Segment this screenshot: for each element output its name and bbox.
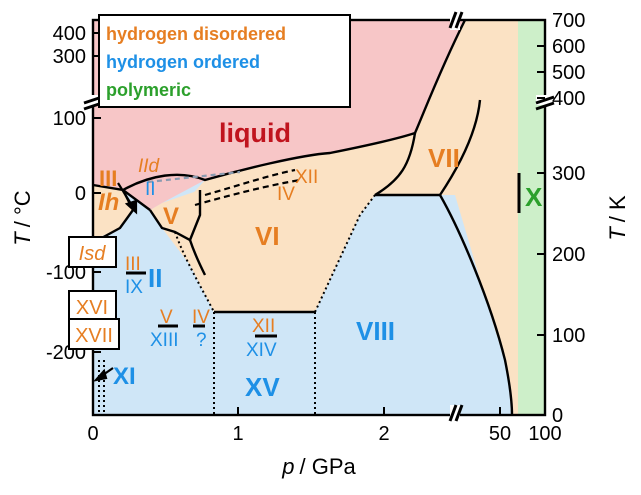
arrow-XI-head: [92, 368, 108, 382]
dashed-lines: [147, 168, 301, 207]
break-top-bg: [450, 12, 460, 30]
label-II: II: [148, 263, 162, 293]
ytick-right-label-100: 100: [552, 325, 585, 347]
ytick-right-label-500: 500: [552, 62, 585, 84]
label-X: X: [525, 182, 543, 212]
region-polymeric: [518, 20, 545, 415]
label-XVI: XVI: [76, 297, 108, 319]
legend-ordered: hydrogen ordered: [106, 52, 260, 72]
boundary-liquid-top: [122, 19, 467, 192]
label-boxes: [68, 236, 120, 350]
ytick-left-label-0: 0: [75, 183, 86, 205]
box-XVI: [68, 290, 117, 322]
break-right-2: [535, 101, 555, 111]
x-axis-var: p: [281, 454, 294, 479]
legend: hydrogen disordered hydrogen ordered pol…: [98, 14, 351, 108]
label-IX: IX: [125, 277, 143, 298]
xtick-label-1: 1: [232, 423, 243, 445]
arrows: [92, 182, 138, 382]
label-XII-top: XII: [295, 167, 318, 188]
label-XIV: XIV: [246, 340, 277, 361]
label-V: V: [163, 203, 179, 230]
ytick-right-label-600: 600: [552, 36, 585, 58]
xtick-label-50: 50: [489, 423, 511, 445]
axis-ticks: [92, 19, 546, 416]
boundary-V: [149, 190, 202, 242]
ytick-right-label-700: 700: [552, 10, 585, 32]
xtick-label-0: 0: [87, 423, 98, 445]
dashed-IId-line: [147, 170, 241, 184]
phase-boundaries: [92, 19, 514, 416]
label-II-top: II: [145, 179, 156, 200]
break-bottom-1: [448, 404, 458, 422]
phase-labels: liquid Ih III IId II V XII IV VI VII X I…: [75, 118, 543, 402]
label-XVII: XVII: [75, 325, 113, 347]
label-IV-low: IV: [192, 307, 210, 328]
label-IV-top: IV: [277, 184, 295, 205]
box-XVII: [68, 318, 120, 350]
label-VI: VI: [255, 221, 280, 251]
label-XI: XI: [113, 363, 136, 390]
legend-box: [98, 14, 351, 108]
y-axis-label-left: T / °C: [10, 190, 35, 245]
dashed-XII-line: [204, 168, 296, 197]
ytick-right-label-0: 0: [552, 405, 563, 427]
y-axis-right-var: T: [605, 226, 630, 241]
boundary-VII-VIII: [438, 194, 514, 416]
label-V-low: V: [160, 307, 173, 328]
legend-disordered: hydrogen disordered: [106, 24, 286, 44]
xtick-label-100: 100: [528, 423, 561, 445]
label-liquid: liquid: [219, 118, 291, 148]
boundary-VI-VII: [374, 132, 417, 197]
arrow-III-head: [124, 199, 138, 215]
region-disordered-high: [162, 20, 518, 415]
label-XIII: XIII: [150, 330, 179, 351]
x-axis-unit: / GPa: [300, 454, 357, 479]
box-Isd: [68, 236, 117, 268]
y-axis-left-unit: / °C: [10, 190, 35, 227]
ytick-left-label-100: 100: [53, 108, 86, 130]
boundary-VII-liquid: [439, 99, 482, 196]
x-axis-label: p/ GPa: [281, 454, 356, 479]
label-VIII: VIII: [356, 316, 395, 346]
y-axis-right-unit: / K: [605, 195, 630, 222]
label-IId: IId: [138, 156, 161, 177]
label-XV: XV: [245, 372, 280, 402]
label-XII-low: XII: [252, 316, 275, 337]
ytick-left-label-300: 300: [53, 46, 86, 68]
label-Isd: Isd: [79, 243, 107, 265]
label-Ih: Ih: [98, 189, 119, 216]
ytick-right-label-200: 200: [552, 244, 585, 266]
dashed-IV-line: [194, 178, 301, 207]
ytick-left-label-400: 400: [53, 23, 86, 45]
y-axis-left-var: T: [10, 231, 35, 246]
label-III-low: III: [125, 254, 141, 275]
label-question: ?: [196, 330, 207, 351]
break-bottom-bg: [450, 405, 460, 423]
break-top-2: [454, 11, 464, 29]
marker-bars: [126, 173, 521, 338]
dotted-boundaries: [98, 194, 376, 415]
break-top-1: [448, 11, 458, 29]
y-axis-label-right: T / K: [605, 195, 630, 241]
region-disordered-Ih: [93, 185, 133, 240]
xtick-label-2: 2: [378, 423, 389, 445]
dotted-VI-VIII: [314, 194, 376, 313]
ytick-right-label-300: 300: [552, 163, 585, 185]
break-right-1: [535, 95, 555, 105]
label-VII: VII: [428, 143, 460, 173]
ytick-right-label-400: 400: [552, 88, 585, 110]
dotted-II-lower: [174, 231, 215, 313]
boundary-II-VI: [188, 239, 207, 276]
axis-breaks: [83, 11, 555, 423]
legend-polymeric: polymeric: [106, 80, 191, 100]
break-bottom-2: [454, 404, 464, 422]
label-III: III: [99, 166, 117, 191]
